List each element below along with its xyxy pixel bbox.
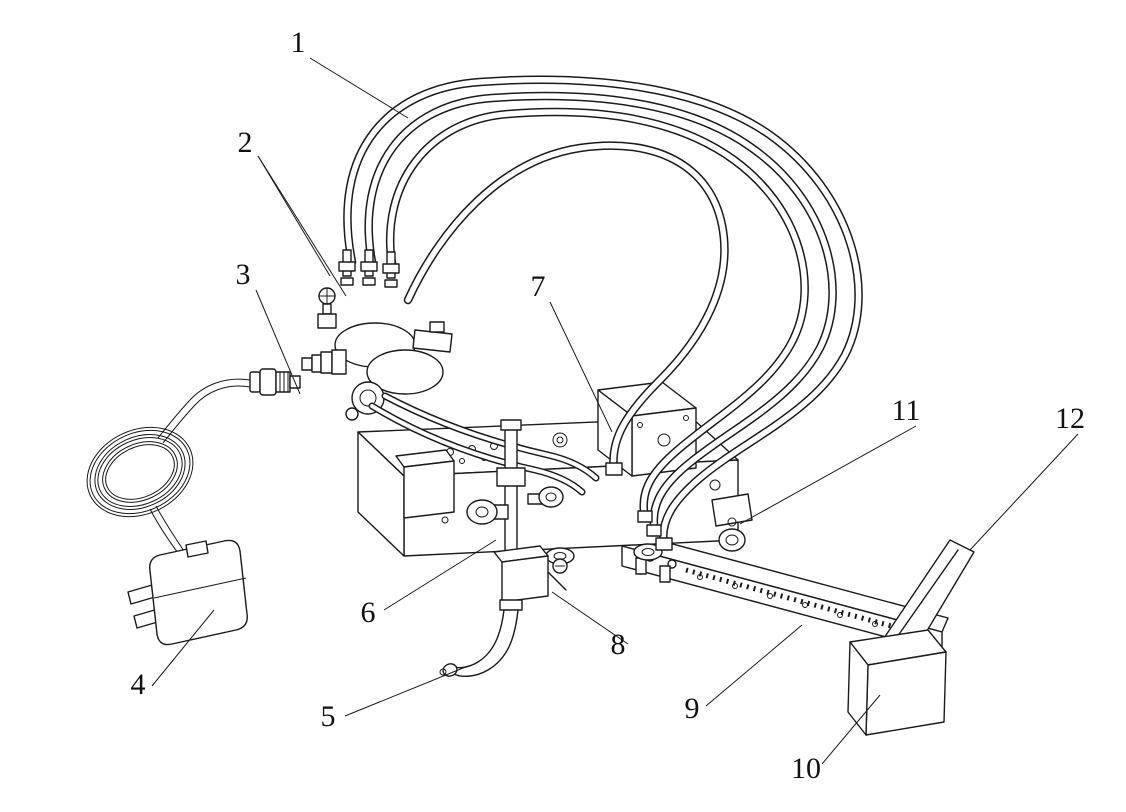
power-plug <box>127 539 248 646</box>
hose-end-fitting <box>637 510 653 523</box>
leader-line-6 <box>383 539 497 611</box>
leader-line-5 <box>344 665 469 717</box>
rail-end-box <box>847 629 947 736</box>
hose-2 <box>364 91 837 537</box>
cutting-torch <box>439 599 523 678</box>
leader-line-2b <box>257 155 347 297</box>
hose-end-fitting <box>655 537 673 551</box>
hose-4 <box>403 141 729 475</box>
leader-line-9 <box>705 624 803 707</box>
cable-connector <box>249 368 301 396</box>
leader-line-1 <box>309 57 409 119</box>
barb-fitting <box>301 349 347 375</box>
power-cable <box>86 378 251 565</box>
callout-label-11: 11 <box>892 394 921 427</box>
hand-valve <box>317 287 337 329</box>
callout-label-3: 3 <box>236 258 251 291</box>
leader-line-12 <box>969 433 1079 551</box>
leader-line-4 <box>151 609 215 687</box>
motor-box <box>395 449 455 519</box>
hose-1 <box>343 75 863 550</box>
leader-line-8 <box>551 591 629 645</box>
cable-coil <box>86 426 194 518</box>
hose-end-fitting <box>605 462 623 476</box>
plug-prong <box>127 584 156 605</box>
torch-assembly <box>439 419 568 678</box>
rail-carriage <box>711 493 753 552</box>
hose-end-fitting <box>646 524 662 537</box>
leader-line-7 <box>549 301 613 433</box>
torch-holder-clamp <box>493 545 568 603</box>
callout-label-5: 5 <box>321 700 336 733</box>
hose-3 <box>386 107 809 523</box>
callout-label-4: 4 <box>131 668 146 701</box>
callout-label-6: 6 <box>361 596 376 629</box>
callout-label-7: 7 <box>531 270 546 303</box>
callout-label-8: 8 <box>611 628 626 661</box>
callout-label-2: 2 <box>238 126 253 159</box>
leader-line-10 <box>821 694 881 765</box>
leader-lines <box>151 57 1079 765</box>
callout-label-9: 9 <box>685 692 700 725</box>
hose-connector-fittings <box>338 249 400 288</box>
drain-valve <box>345 407 359 421</box>
gas-hoses <box>343 75 863 551</box>
cable-entry-boss <box>185 540 209 558</box>
callout-label-10: 10 <box>791 752 821 785</box>
hose-manifold <box>301 249 453 421</box>
clamp-knob <box>538 486 564 508</box>
callout-label-1: 1 <box>291 26 306 59</box>
callout-labels: 1 2 3 4 5 6 7 8 9 10 11 12 <box>131 26 1086 785</box>
leader-line-3 <box>255 289 301 395</box>
callout-label-12: 12 <box>1055 402 1085 435</box>
leader-line-11 <box>739 425 917 525</box>
height-adjust-knob <box>466 499 498 525</box>
